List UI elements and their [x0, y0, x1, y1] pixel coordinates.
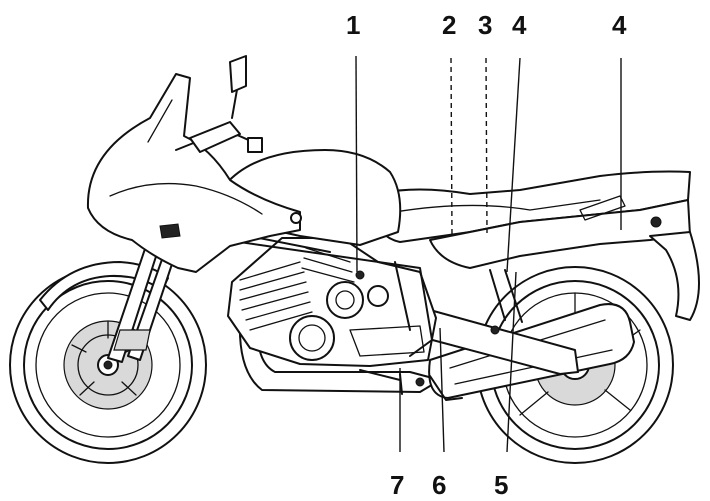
- leader-3: [485, 57, 488, 234]
- callout-labels: 1 2 3 4 4 7 6 5: [346, 10, 627, 500]
- callout-1-top: 1: [346, 10, 360, 40]
- callout-4-top-right: 4: [612, 10, 627, 40]
- fairing: [86, 73, 302, 273]
- engine: [227, 237, 437, 367]
- callout-7-bottom: 7: [390, 470, 404, 500]
- leader-6: [439, 327, 445, 453]
- front-wheel: [9, 266, 207, 464]
- callout-3-top: 3: [478, 10, 492, 40]
- leader-1: [355, 55, 358, 273]
- leader-lines: [355, 55, 622, 453]
- leader-4-left: [506, 57, 521, 273]
- callout-2-top: 2: [442, 10, 456, 40]
- handlebar-and-mirror: [175, 55, 263, 153]
- callout-5-bottom: 5: [494, 470, 508, 500]
- leader-2: [450, 57, 453, 237]
- callout-4-top-left: 4: [512, 10, 527, 40]
- leader-5: [506, 271, 517, 453]
- callout-6-bottom: 6: [432, 470, 446, 500]
